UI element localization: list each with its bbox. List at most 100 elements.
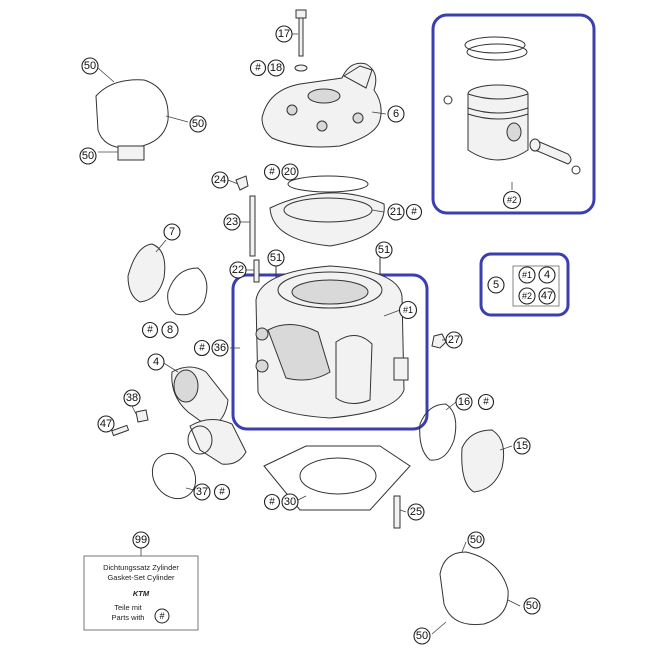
callout-50-left-top[interactable]: 50 [81,57,99,75]
svg-text:20: 20 [284,166,296,178]
svg-text:50: 50 [84,60,96,72]
base-gasket [263,445,411,511]
cylinder [255,265,409,419]
callout-37-hash[interactable]: # [213,483,231,501]
cylinder-nut [431,333,447,349]
head-washer [294,64,308,72]
callout-50-bottom-top[interactable]: 50 [467,531,485,549]
svg-text:99: 99 [135,534,147,546]
svg-text:18: 18 [270,62,282,74]
svg-text:50: 50 [416,630,428,642]
callout-6[interactable]: 6 [387,105,405,123]
cylinder-head [261,62,382,148]
kit-badge [154,608,170,624]
intake-rubber [187,419,247,465]
callout-23[interactable]: 23 [223,213,241,231]
callout-30[interactable]: 30 [281,493,299,511]
callout-30-hash[interactable]: # [263,493,281,511]
svg-text:47: 47 [541,290,553,302]
svg-text:#2: #2 [507,195,517,205]
kit-line-2: Gasket-Set Cylinder [107,573,175,582]
kit-line-3: Teile mit [114,603,142,612]
parts-set-item-47[interactable]: 47 [538,287,556,305]
callout-16-hash[interactable]: # [477,393,495,411]
head-bolt [295,9,307,57]
callout-1[interactable]: #1 [398,300,418,320]
callout-16[interactable]: 16 [455,393,473,411]
callout-50-left-bottom[interactable]: 50 [79,147,97,165]
callout-8-hash[interactable]: # [141,321,159,339]
parts-set-item-2[interactable]: #2 [518,287,536,305]
piston-rings [464,36,528,61]
callout-37[interactable]: 37 [193,483,211,501]
svg-text:38: 38 [126,392,138,404]
svg-text:7: 7 [169,226,175,238]
svg-text:51: 51 [270,252,282,264]
right-cover [461,429,505,493]
callout-25[interactable]: 25 [407,503,425,521]
svg-text:22: 22 [232,264,244,276]
callout-51-right[interactable]: 51 [375,241,393,259]
callout-5[interactable]: 5 [487,276,505,294]
callout-27[interactable]: 27 [445,331,463,349]
callout-20[interactable]: 20 [281,163,299,181]
parts-set-item-1[interactable]: #1 [518,266,536,284]
svg-text:#: # [269,167,275,178]
exhaust-valve-cover [127,243,166,303]
callout-36-hash[interactable]: # [193,339,211,357]
svg-text:#: # [269,497,275,508]
callout-8[interactable]: 8 [161,321,179,339]
intake-o-ring [151,452,197,500]
svg-text:5: 5 [493,279,499,291]
cover-gasket [167,267,208,316]
kit-line-4: Parts with [112,613,145,622]
intake-bolt [111,424,130,437]
kit-line-1: Dichtungssatz Zylinder [103,563,179,572]
callout-2[interactable]: #2 [502,190,522,210]
callout-51-left[interactable]: 51 [267,249,285,267]
callout-18-hash[interactable]: # [249,59,267,77]
svg-text:23: 23 [226,216,238,228]
long-stud [393,495,401,529]
callout-50-bottom-right[interactable]: 50 [523,597,541,615]
right-cover-gasket [419,403,457,461]
svg-text:6: 6 [393,108,399,120]
callout-38[interactable]: 38 [123,389,141,407]
piston-kit-frame[interactable] [431,13,596,215]
left-seal-ring-tab [117,145,145,161]
svg-text:#1: #1 [403,305,413,315]
svg-text:#: # [199,343,205,354]
gasket-kit-card[interactable]: Dichtungssatz Zylinder Gasket-Set Cylind… [83,555,199,631]
base-gasket-bore [299,457,377,495]
callout-21-hash[interactable]: # [405,203,423,221]
svg-text:50: 50 [192,118,204,130]
callout-24[interactable]: 24 [211,171,229,189]
svg-text:27: 27 [448,334,460,346]
svg-text:#1: #1 [522,270,532,280]
bottom-seal-ring [439,551,509,626]
callout-21[interactable]: 21 [387,203,405,221]
kit-brand-logo: KTM [133,589,150,598]
left-seal-ring [95,79,169,149]
callout-50-bottom-left[interactable]: 50 [413,627,431,645]
callout-18[interactable]: 18 [267,59,285,77]
parts-set-frame[interactable] [479,252,570,317]
svg-text:#: # [411,207,417,218]
callout-50-left-right[interactable]: 50 [189,115,207,133]
callout-20-hash[interactable]: # [263,163,281,181]
parts-set-item-4[interactable]: 4 [538,266,556,284]
svg-text:50: 50 [470,534,482,546]
svg-text:4: 4 [544,269,550,281]
svg-text:8: 8 [167,324,173,336]
svg-text:50: 50 [526,600,538,612]
callout-36[interactable]: 36 [211,339,229,357]
coolant-tube [249,195,256,257]
callout-22[interactable]: 22 [229,261,247,279]
callout-4[interactable]: 4 [147,353,165,371]
callout-7[interactable]: 7 [163,223,181,241]
callout-17[interactable]: 17 [275,25,293,43]
callout-99[interactable]: 99 [132,531,150,549]
callout-47[interactable]: 47 [97,415,115,433]
callout-15[interactable]: 15 [513,437,531,455]
